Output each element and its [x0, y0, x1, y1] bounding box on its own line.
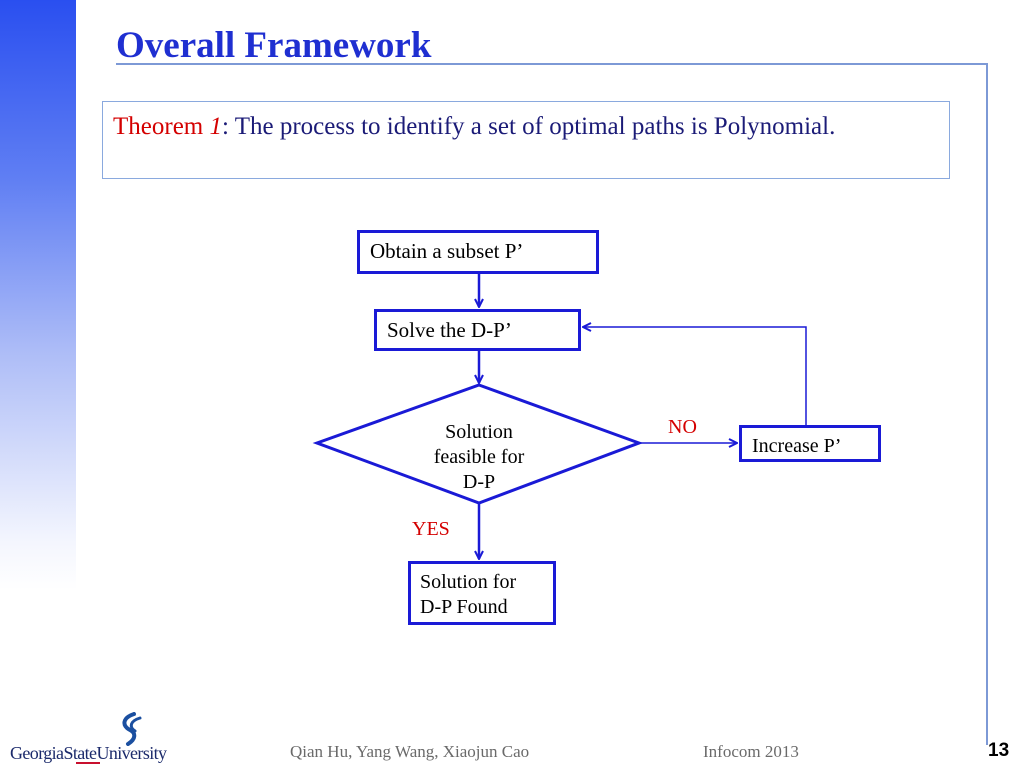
- theorem-text: : The process to identify a set of optim…: [221, 113, 836, 140]
- step-solve-dp: Solve the D-P’: [374, 309, 581, 351]
- university-logo-text: GeorgiaStateUniversity: [10, 743, 167, 763]
- label-no: NO: [668, 416, 697, 438]
- decision-label: Solution feasible for D-P: [404, 420, 554, 495]
- theorem-box: Theorem 1: The process to identify a set…: [102, 101, 950, 179]
- result-line-2: D-P Found: [420, 596, 508, 618]
- decision-line-1: Solution: [445, 421, 513, 443]
- logo-underline: [76, 762, 100, 764]
- side-gradient-bar: [0, 0, 76, 590]
- result-found: Solution for D-P Found: [408, 561, 556, 625]
- title-divider: [116, 63, 988, 65]
- university-logo-icon: [122, 712, 142, 746]
- right-divider: [986, 63, 988, 745]
- page-number: 13: [988, 740, 1010, 761]
- decision-line-2: feasible for: [433, 446, 525, 468]
- step-obtain-subset: Obtain a subset P’: [357, 230, 599, 274]
- slide-title: Overall Framework: [116, 25, 432, 66]
- footer-authors: Qian Hu, Yang Wang, Xiaojun Cao: [290, 742, 530, 761]
- step-increase: Increase P’: [739, 425, 881, 462]
- footer-conference: Infocom 2013: [703, 742, 799, 761]
- arrow-loop-back-to-solve: [583, 327, 807, 425]
- theorem-number: 1: [209, 113, 222, 140]
- label-yes: YES: [412, 518, 450, 540]
- result-line-1: Solution for: [420, 571, 517, 593]
- decision-line-3: D-P: [462, 471, 496, 493]
- theorem-label: Theorem: [113, 113, 210, 140]
